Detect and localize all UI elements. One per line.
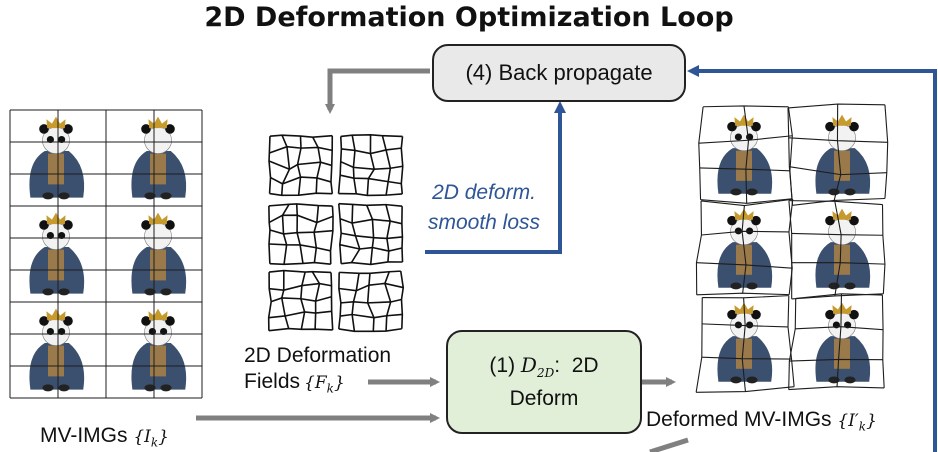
output-view-image — [695, 198, 794, 296]
deformation-field-grid — [337, 133, 404, 197]
back-propagate-label: Back propagate — [498, 60, 653, 85]
fields-label-line1: 2D Deformation — [244, 344, 392, 367]
deform-box-line2: Deform — [509, 387, 579, 410]
diagram-title: 2D Deformation Optimization Loop — [204, 2, 734, 33]
arrow-smooth-loss — [425, 101, 566, 254]
output-view-image — [788, 293, 885, 391]
arrow-tail-bottom — [649, 437, 689, 452]
deformation-field-grid — [268, 203, 334, 266]
outputs-symbol: {I′k} — [837, 411, 877, 434]
smooth-loss-label: 2D deform. smooth loss — [410, 178, 558, 238]
deformation-field-grid — [337, 270, 405, 333]
output-view-image — [695, 295, 795, 393]
deformation-fields-label: 2D Deformation Fields{Fk} — [244, 344, 444, 395]
fields-label-line2: Fields — [244, 370, 301, 393]
deform-operator: D2D — [520, 353, 555, 380]
deformation-field-grid — [268, 134, 334, 197]
deformation-field-grid — [267, 269, 334, 332]
smooth-loss-line2: smooth loss — [427, 211, 541, 234]
deform-box: (1) D2D: 2D Deform — [446, 330, 642, 434]
input-view-image — [105, 301, 203, 399]
output-view-image — [787, 103, 889, 206]
deformation-field-grid — [337, 202, 404, 266]
deform-box-line1: (1) D2D: 2D — [489, 353, 599, 380]
output-view-image — [698, 105, 793, 204]
arrow-backprop-to-fields — [325, 68, 430, 114]
outputs-label: Deformed MV-IMGs {I′k} — [646, 408, 877, 434]
inputs-label: MV-IMGs {Ik} — [40, 424, 169, 450]
output-view-image — [788, 200, 886, 300]
back-propagate-box: (4) Back propagate — [432, 44, 686, 102]
back-propagate-step: (4) — [465, 60, 493, 85]
arrow-output-loop — [687, 65, 937, 452]
inputs-symbol: {Ik} — [133, 427, 169, 450]
fields-symbol: {Fk} — [304, 373, 345, 396]
smooth-loss-line1: 2D deform. — [432, 181, 536, 204]
input-view-image — [9, 205, 107, 303]
